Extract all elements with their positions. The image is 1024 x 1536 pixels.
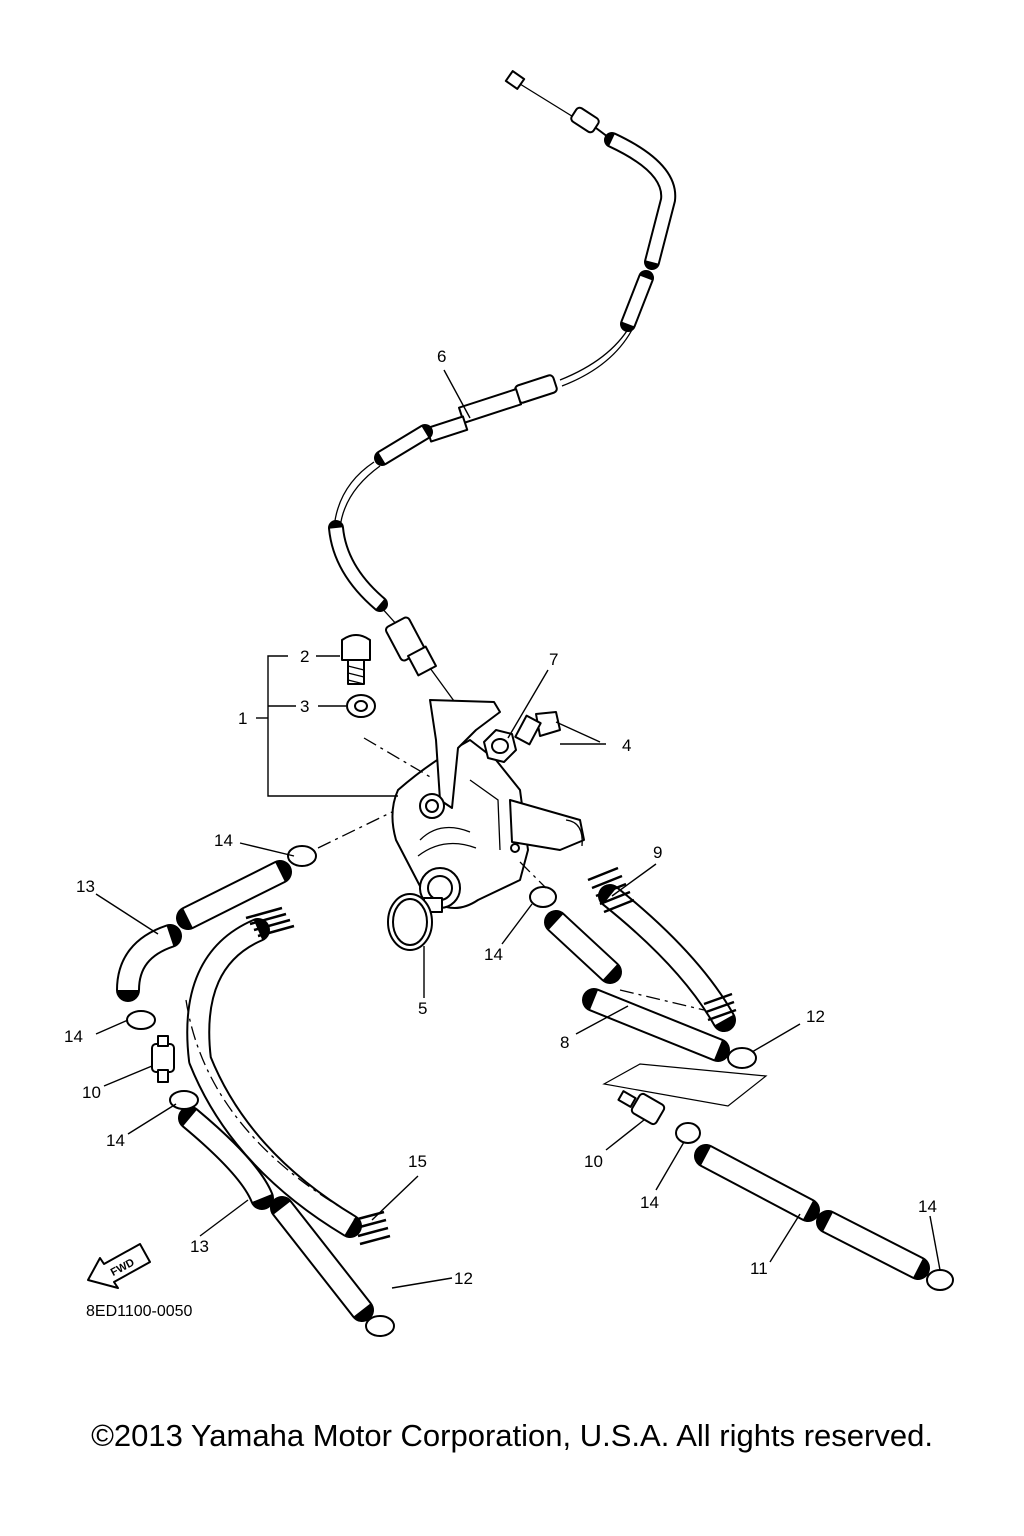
fwd-arrow-icon: FWD [87, 1243, 151, 1289]
callout-2: 2 [300, 647, 309, 666]
callout-15: 15 [408, 1152, 427, 1171]
callout-10-left: 10 [82, 1083, 101, 1102]
hoses [116, 860, 930, 1322]
leader-lines [95, 369, 941, 1289]
callout-6: 6 [437, 347, 446, 366]
callout-14-b: 14 [64, 1027, 83, 1046]
bolt-part-4 [514, 711, 601, 746]
part-1-bracket [256, 655, 398, 797]
callout-14-e: 14 [640, 1193, 659, 1212]
bolt-part-2 [341, 634, 371, 685]
callout-1: 1 [238, 709, 247, 728]
drawing-code: 8ED1100-0050 [86, 1303, 193, 1320]
callout-12-left: 12 [454, 1269, 473, 1288]
callout-14-d: 14 [484, 945, 503, 964]
callout-5: 5 [418, 999, 427, 1018]
callout-4: 4 [622, 736, 631, 755]
copyright-notice: ©2013 Yamaha Motor Corporation, U.S.A. A… [91, 1418, 933, 1453]
assembly-lines [185, 737, 768, 1215]
callout-7: 7 [549, 650, 558, 669]
hose-clamps [126, 845, 954, 1337]
hose-joints [151, 1035, 666, 1126]
callout-14-c: 14 [106, 1131, 125, 1150]
callout-13-upper: 13 [76, 877, 95, 896]
hose-springs [245, 866, 737, 1246]
callout-13-lower: 13 [190, 1237, 209, 1256]
nut-part-7 [483, 729, 517, 763]
throttle-cable [328, 70, 677, 717]
callout-11: 11 [750, 1259, 768, 1278]
callout-12-right: 12 [806, 1007, 825, 1026]
oil-pump-assembly [391, 699, 585, 913]
callout-10-right: 10 [584, 1152, 603, 1171]
callout-9: 9 [653, 843, 662, 862]
callout-3: 3 [300, 697, 309, 716]
callout-14-f: 14 [918, 1197, 937, 1216]
washer-part-3 [346, 694, 376, 718]
callout-labels: 1 2 3 4 5 6 7 8 9 10 10 11 12 12 13 13 1… [64, 347, 937, 1288]
callout-8: 8 [560, 1033, 569, 1052]
callout-14-a: 14 [214, 831, 233, 850]
